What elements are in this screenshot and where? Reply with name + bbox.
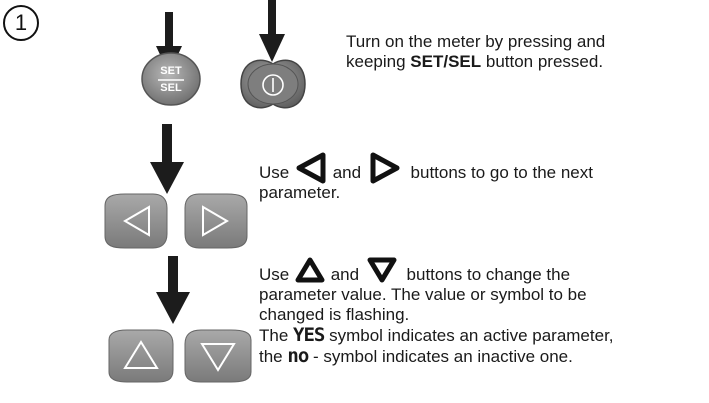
power-button[interactable] [231,54,315,114]
instruction-line: The YES symbol indicates an active param… [259,325,704,346]
down-arrow-icon [200,343,236,372]
down-triangle-icon [367,257,397,283]
text-fragment: Use [259,265,290,284]
text-fragment: keeping [346,52,411,71]
set-sel-button[interactable]: SET SEL [140,52,202,106]
text-fragment: the [259,347,283,366]
set-sel-bold-text: SET/SEL [410,52,482,71]
text-fragment: buttons to go to the next [410,163,593,182]
instruction-line: Use and buttons to go to the next [259,152,699,184]
right-button[interactable] [185,194,247,248]
left-button[interactable] [105,194,167,248]
right-triangle-icon [370,152,400,184]
text-fragment: symbol indicates an active parameter, [329,326,614,345]
no-symbol: no [287,345,309,367]
sel-label: SEL [160,82,182,94]
text-fragment: Use [259,163,290,182]
down-button[interactable] [185,330,251,382]
yes-symbol: YES [293,324,325,346]
instruction-line: keeping SET/SEL button pressed. [346,52,696,72]
text-fragment: and [330,265,360,284]
arrow-down-icon [259,0,285,62]
power-icon [262,74,284,96]
left-arrow-icon [123,205,150,237]
text-fragment: buttons to change the [406,265,571,284]
text-fragment: and [332,163,362,182]
text-fragment: button pressed. [481,52,604,71]
up-triangle-icon [295,257,325,283]
instruction-line: Turn on the meter by pressing and [346,32,606,51]
arrow-down-icon [150,124,184,194]
up-button[interactable] [109,330,173,382]
set-sel-button-shape [141,52,201,106]
text-fragment: - symbol indicates an inactive one. [313,347,573,366]
instruction-line: the no - symbol indicates an inactive on… [259,346,704,367]
instruction-line: changed is flashing. [259,305,410,324]
set-label: SET [160,65,182,77]
up-down-button-group [105,328,255,384]
arrow-down-icon [156,256,190,324]
instruction-change-value: Use and buttons to change the parameter … [259,257,704,367]
instruction-turn-on: Turn on the meter by pressing and keepin… [346,32,696,72]
text-fragment: The [259,326,289,345]
step-number: 1 [14,10,28,35]
step-number-badge: 1 [3,5,39,41]
instruction-line: parameter value. The value or symbol to … [259,285,587,304]
left-triangle-icon [296,152,326,184]
instruction-line: parameter. [259,183,341,202]
instruction-line: Use and buttons to change the [259,257,704,285]
left-right-button-group [101,192,251,250]
right-arrow-icon [202,205,229,237]
left-right-button-shapes [104,193,248,249]
instruction-navigate: Use and buttons to go to the next parame… [259,152,699,203]
up-arrow-icon [123,340,159,369]
